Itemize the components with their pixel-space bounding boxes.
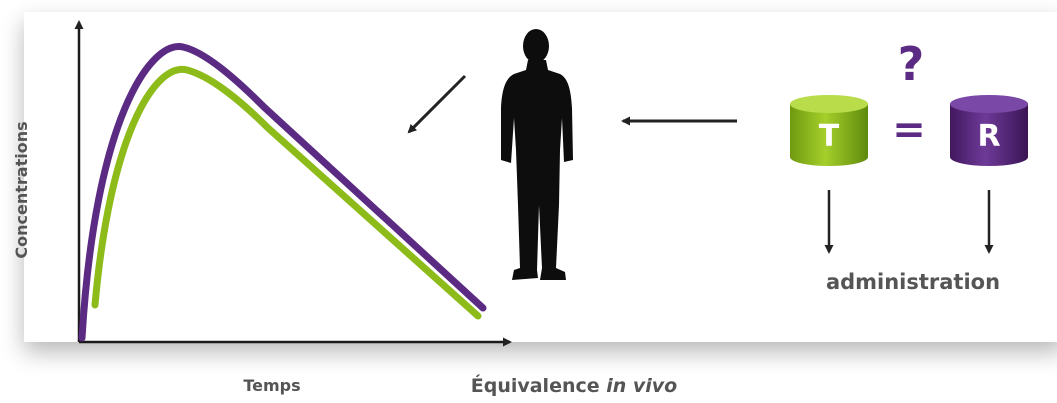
reference-product-cylinder-icon: R	[950, 95, 1028, 166]
person-silhouette-icon	[501, 29, 573, 280]
question-mark: ?	[898, 37, 925, 91]
equals-sign: =	[892, 107, 926, 153]
test-concentration-curve	[91, 65, 482, 320]
caption-main: Équivalence	[471, 374, 607, 397]
administration-label: administration	[826, 270, 1000, 294]
test-product-letter: T	[819, 119, 840, 154]
x-axis-label: Temps	[243, 376, 300, 395]
caption-italic: in vivo	[606, 375, 677, 397]
y-axis-label: Concentrations	[12, 121, 31, 258]
reference-concentration-curve	[78, 43, 487, 342]
reference-product-letter: R	[977, 119, 1000, 154]
chart-axes	[74, 20, 512, 347]
caption: Équivalence in vivo	[471, 374, 678, 397]
arrow-to-chart	[407, 74, 467, 134]
test-product-cylinder-icon: T	[790, 95, 868, 166]
